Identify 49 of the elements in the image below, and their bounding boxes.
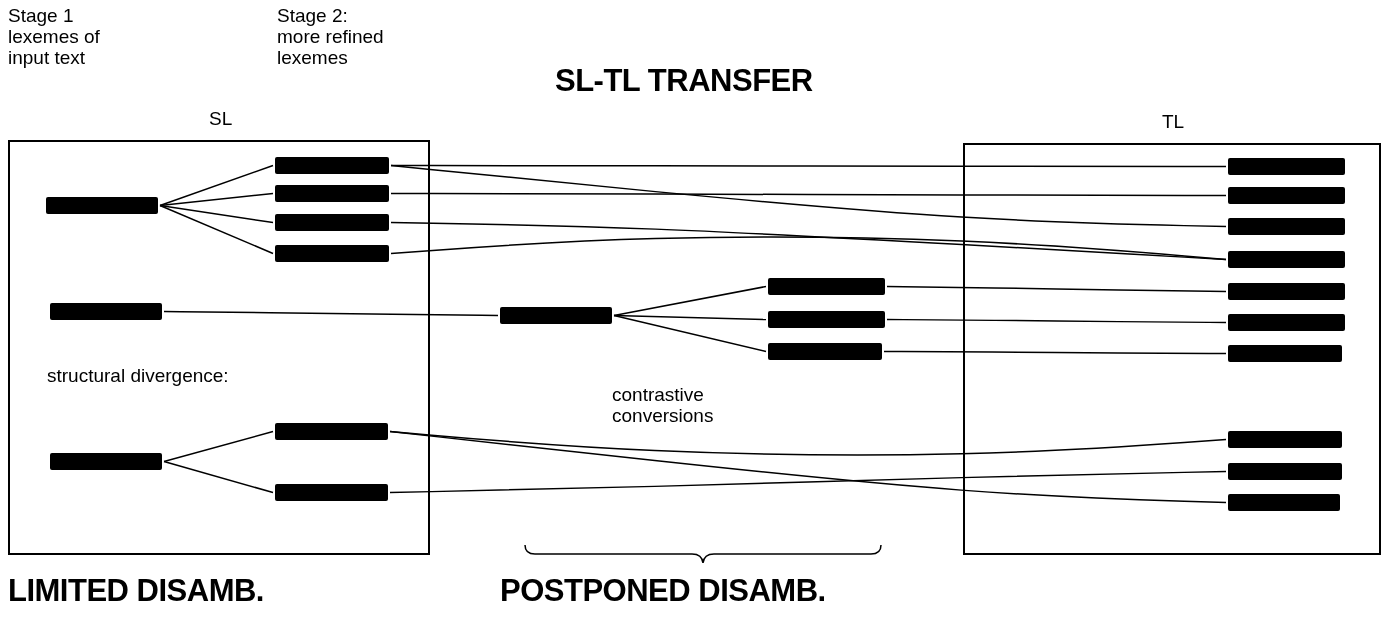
lexeme-bar — [1228, 463, 1342, 480]
lexeme-bar — [1228, 218, 1345, 235]
connector-line — [159, 192, 274, 207]
connector-line — [886, 318, 1227, 324]
lexeme-bar — [1228, 314, 1345, 331]
connector-line — [159, 204, 274, 255]
stage-label: Stage 2: more refined lexemes — [277, 5, 385, 68]
lexeme-bar — [500, 307, 612, 324]
lexeme-bar — [50, 303, 162, 320]
lexeme-bar — [275, 423, 388, 440]
diagram-title: SL-TL TRANSFER — [555, 70, 813, 91]
connector-line — [390, 164, 1227, 228]
annotation-text: contrastive conversions — [612, 384, 715, 426]
connector-line — [389, 430, 1227, 504]
connector-line — [613, 314, 767, 353]
connector-line — [163, 310, 499, 317]
connector-line — [390, 192, 1227, 197]
lexeme-bar — [768, 343, 882, 360]
connector-line — [390, 236, 1227, 261]
box-heading: TL — [1162, 111, 1185, 133]
box-heading: SL — [209, 108, 233, 130]
lexeme-bar — [1228, 251, 1345, 268]
section-heading: LIMITED DISAMB. — [8, 580, 264, 601]
connector-line — [163, 430, 274, 463]
connector-line — [163, 460, 274, 494]
section-heading: POSTPONED DISAMB. — [500, 580, 826, 601]
connector-line — [613, 285, 767, 317]
annotation-text: structural divergence: — [47, 365, 230, 386]
lexeme-bar — [275, 157, 389, 174]
connector-line — [886, 285, 1227, 293]
connector-line — [159, 204, 274, 224]
lexeme-bar — [275, 214, 389, 231]
lexeme-bar — [1228, 158, 1345, 175]
lexeme-bar — [1228, 494, 1340, 511]
lexeme-bar — [275, 484, 388, 501]
lexeme-bar — [768, 311, 885, 328]
lexeme-bar — [1228, 187, 1345, 204]
lexeme-bar — [1228, 345, 1342, 362]
connector-line — [389, 470, 1227, 494]
lexeme-bar — [1228, 431, 1342, 448]
lexeme-bar — [275, 185, 389, 202]
lexeme-bar — [1228, 283, 1345, 300]
connector-line — [883, 350, 1227, 355]
connector-line — [159, 164, 274, 207]
stage-label: Stage 1 lexemes of input text — [8, 5, 101, 68]
lexeme-bar — [50, 453, 162, 470]
lexeme-bar — [46, 197, 158, 214]
lexeme-bar — [768, 278, 885, 295]
lexeme-bar — [275, 245, 389, 262]
